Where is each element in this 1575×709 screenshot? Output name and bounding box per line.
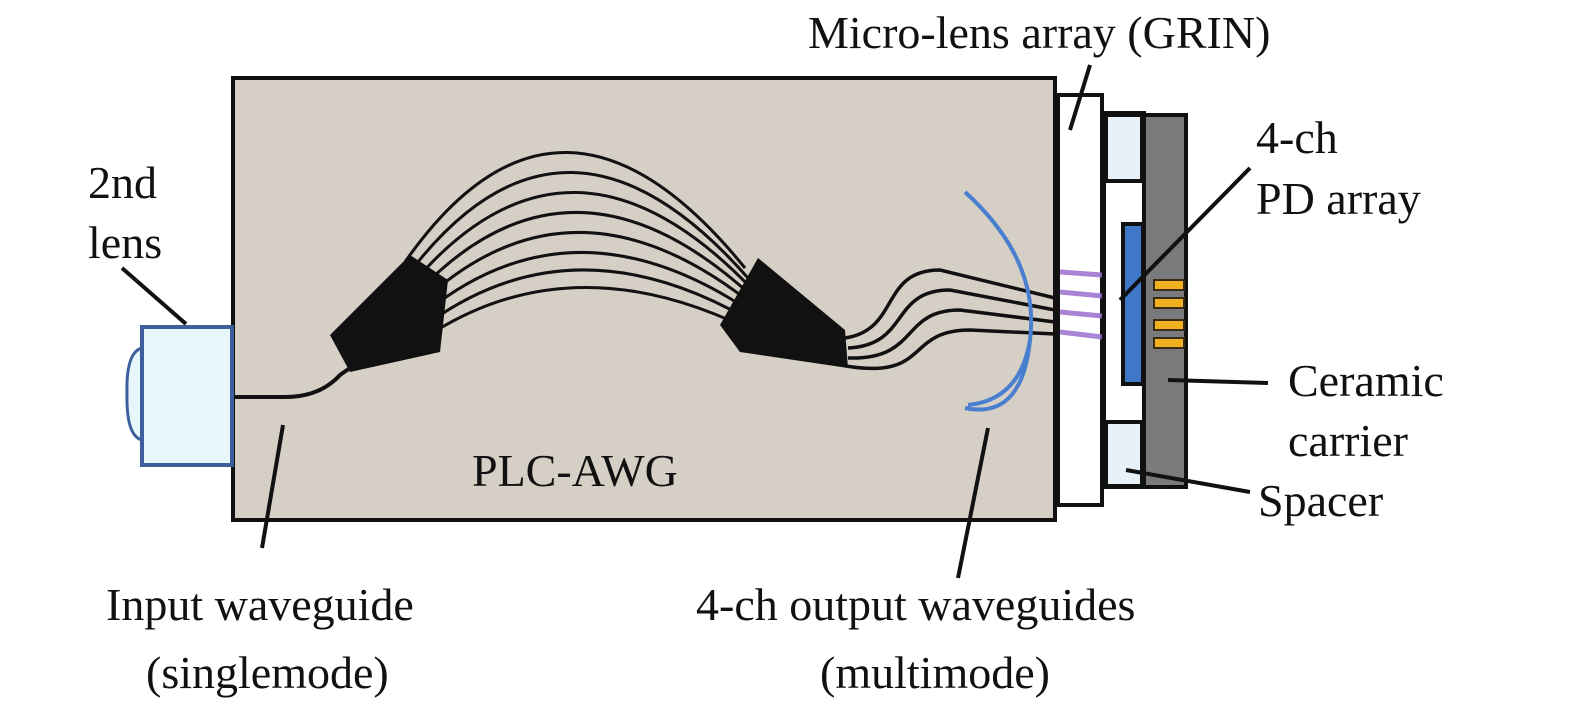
output-star-coupler (720, 258, 848, 368)
input-star-coupler (330, 255, 448, 372)
label-ceramic-line2: carrier (1288, 415, 1408, 466)
micro-lens-array (1056, 93, 1104, 507)
leader-lines (120, 64, 1269, 579)
label-2nd-lens-line1: 2nd (88, 157, 157, 208)
focusing-arc (963, 190, 1034, 412)
label-ceramic-line1: Ceramic (1288, 355, 1444, 406)
label-micro-lens-array: Micro-lens array (GRIN) (808, 7, 1270, 58)
label-pd-array-line1: 4-ch (1256, 112, 1338, 163)
pd-array (1121, 222, 1145, 386)
label-output-waveguides-line1: 4-ch output waveguides (696, 579, 1135, 630)
label-input-waveguide-line1: Input waveguide (106, 579, 414, 630)
input-waveguide (234, 366, 352, 399)
label-output-waveguides-line2: (multimode) (820, 647, 1050, 698)
focusing-arc-lower (967, 339, 1032, 407)
label-spacer: Spacer (1258, 475, 1383, 526)
label-2nd-lens-line2: lens (88, 217, 162, 268)
light-beams (1059, 269, 1103, 340)
second-lens-cap (125, 346, 144, 442)
arrayed-waveguides (403, 151, 767, 340)
second-lens (140, 325, 234, 467)
spacer-bottom (1104, 420, 1144, 488)
label-pd-array-line2: PD array (1256, 173, 1421, 224)
spacer-top (1104, 113, 1144, 183)
pd-pads (1153, 279, 1185, 349)
label-plc-awg: PLC-AWG (472, 445, 678, 496)
label-input-waveguide-line2: (singlemode) (146, 647, 389, 698)
output-waveguides (844, 268, 1056, 371)
